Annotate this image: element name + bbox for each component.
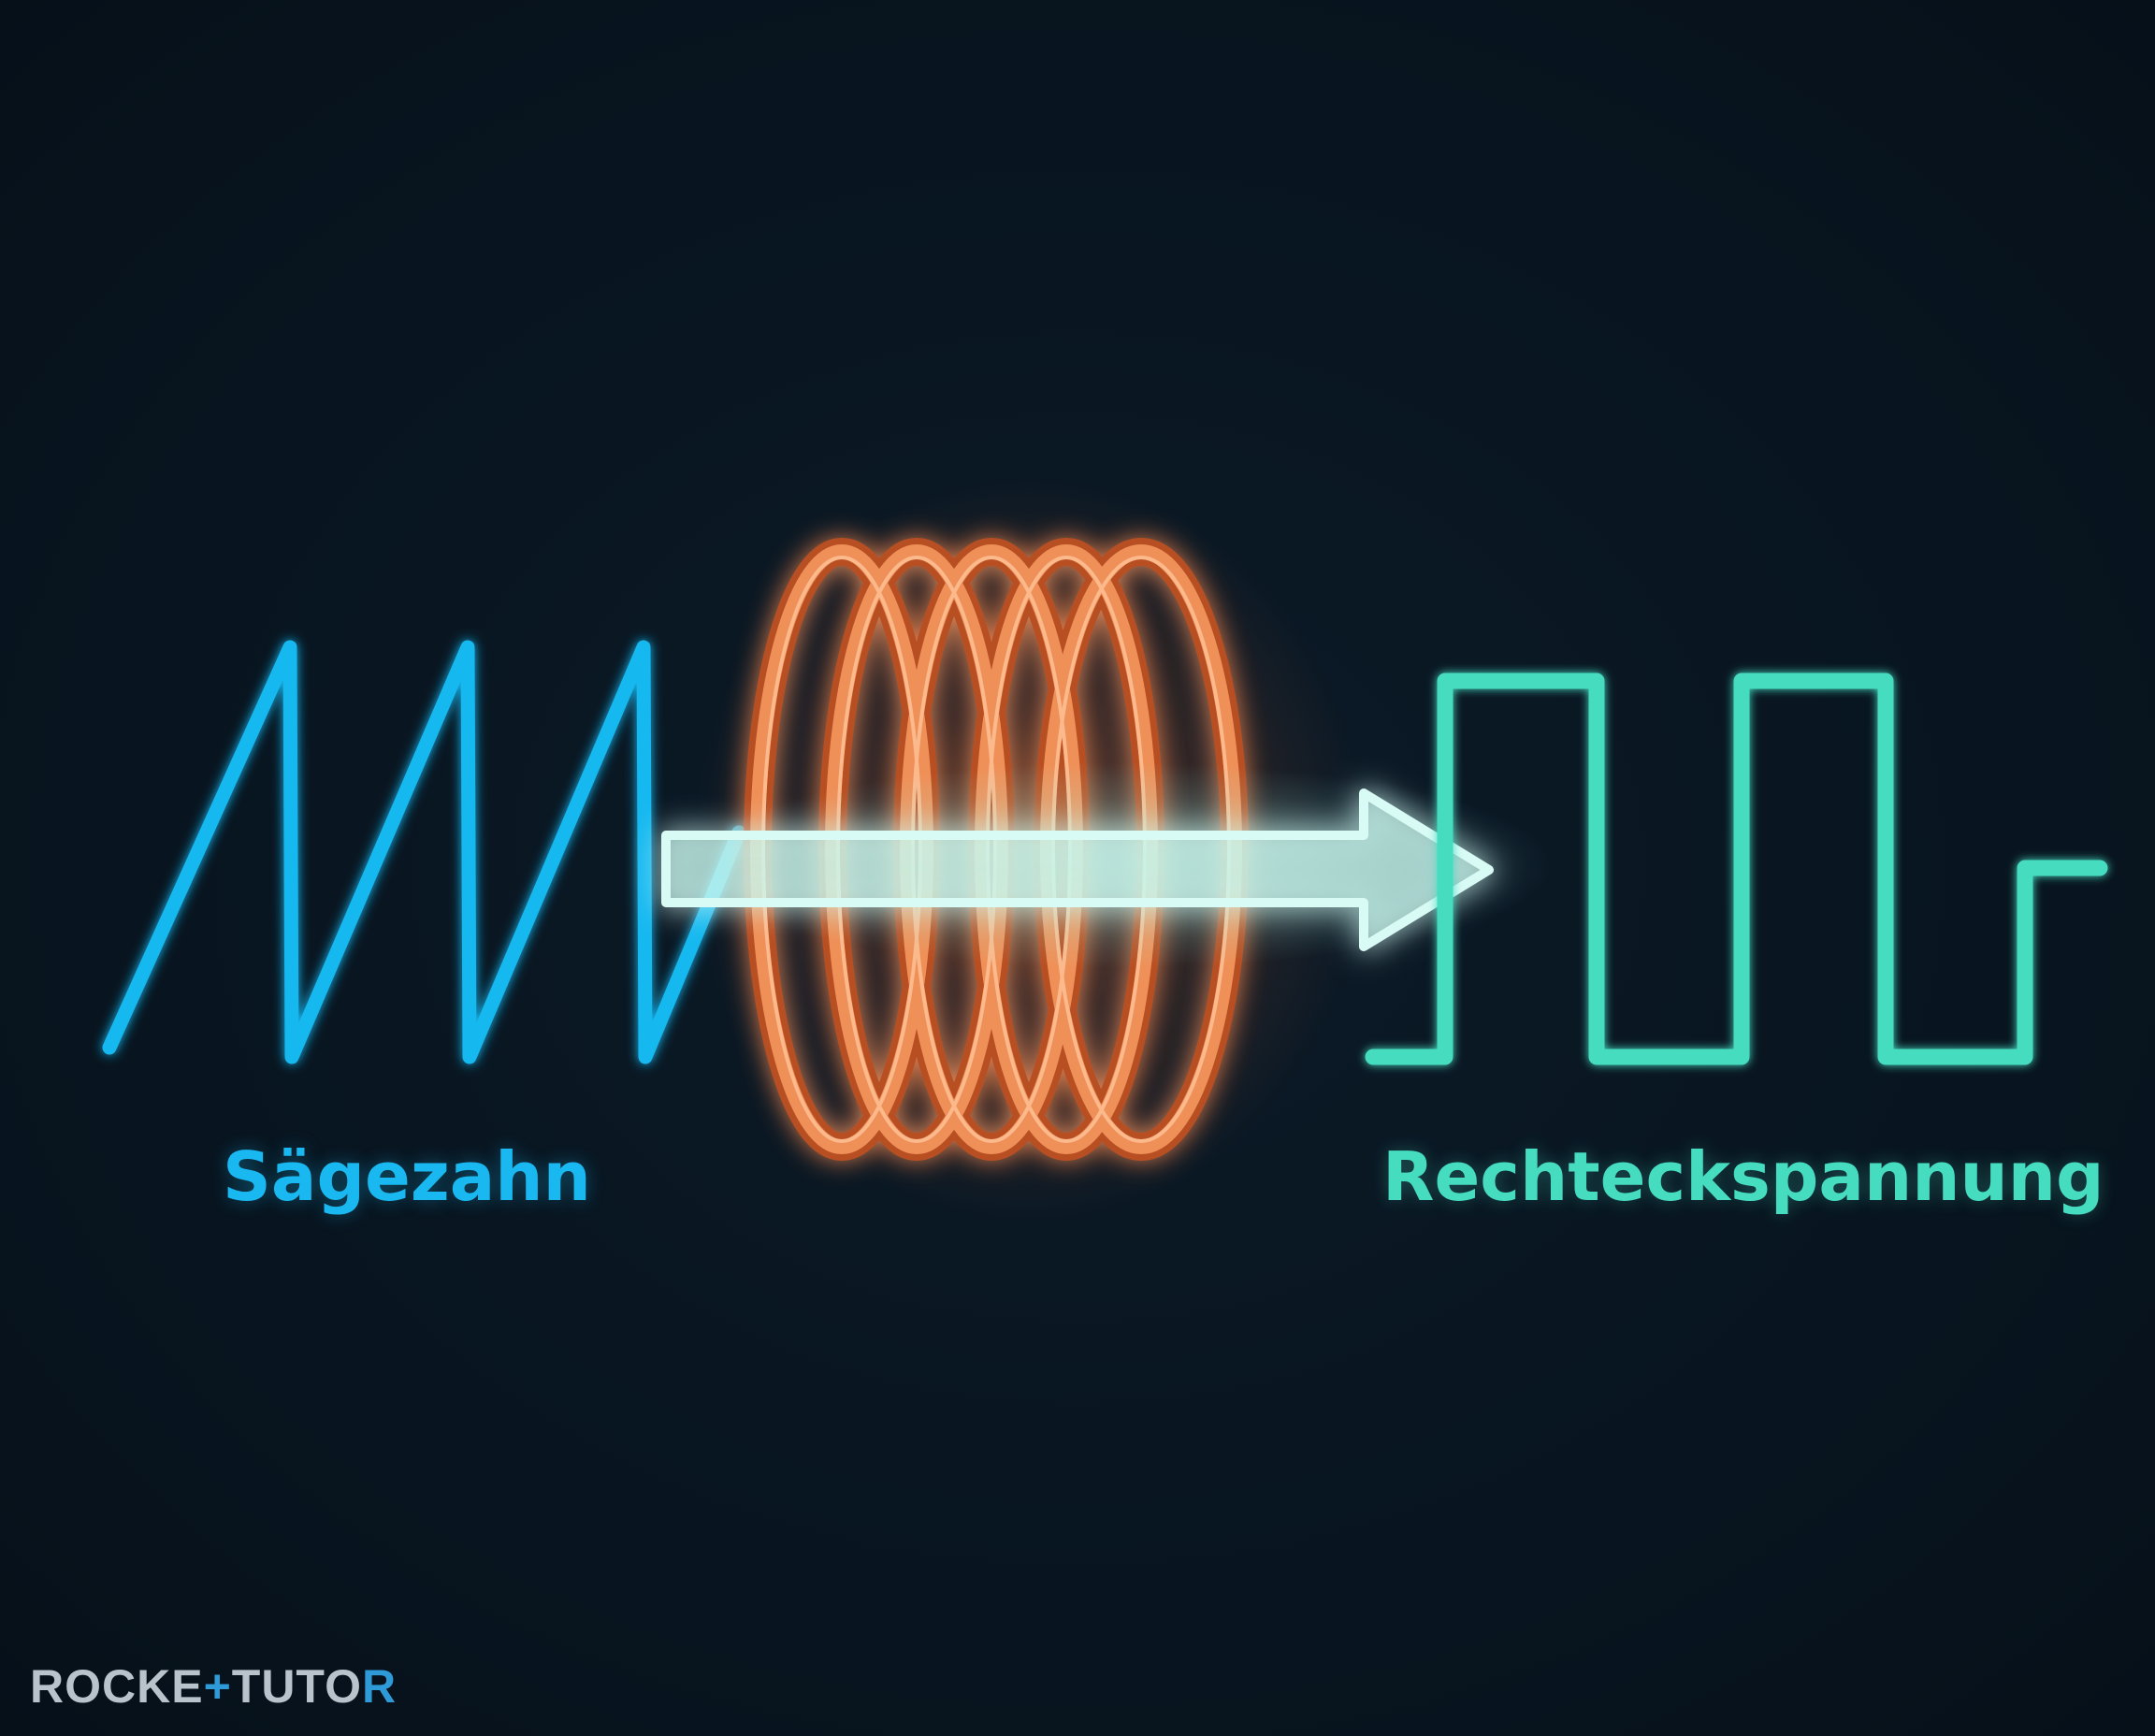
sawtooth-label: Sägezahn xyxy=(223,1137,591,1216)
square-wave xyxy=(1365,673,2108,1065)
logo-text-part2: TUTO xyxy=(231,1660,362,1713)
square-wave-label: Rechteckspannung xyxy=(1382,1137,2104,1216)
arrow-right-icon xyxy=(661,788,1494,951)
sawtooth-wave xyxy=(102,640,746,1064)
logo-text-part3: R xyxy=(361,1660,398,1713)
logo-text-part1: ROCKE xyxy=(30,1660,204,1713)
logo-plus: + xyxy=(203,1660,232,1713)
